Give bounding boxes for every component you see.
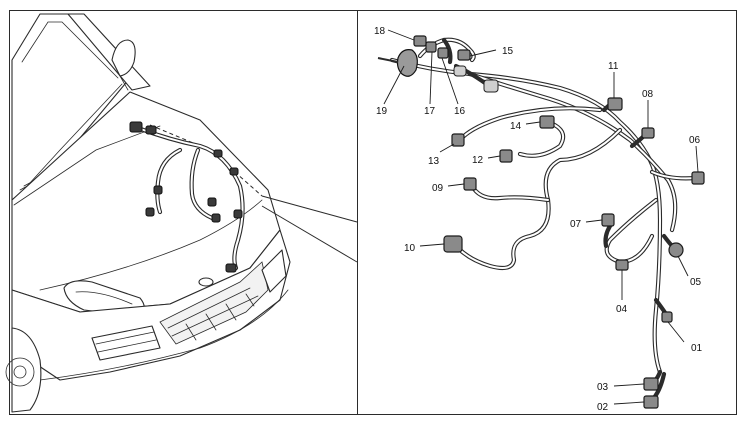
callout-04: 04 (616, 304, 628, 315)
callout-07: 07 (570, 219, 582, 230)
callout-19: 19 (376, 106, 388, 117)
callout-17: 17 (424, 106, 436, 117)
callout-13: 13 (428, 156, 440, 167)
callout-labels: 01 02 03 04 05 06 07 08 09 10 11 12 13 1… (374, 26, 703, 413)
callout-11: 11 (608, 61, 619, 72)
connector-16 (437, 47, 449, 59)
connector-17 (425, 41, 437, 53)
harness-main (389, 37, 699, 403)
connector-09 (463, 177, 477, 191)
car-harness-preview (129, 121, 245, 273)
callout-01: 01 (691, 343, 703, 354)
callout-08: 08 (642, 89, 654, 100)
connector-10 (443, 235, 463, 253)
connector-06 (691, 171, 705, 185)
connector-03 (643, 377, 659, 391)
connector-12 (499, 149, 513, 163)
connector-07 (601, 213, 615, 227)
callout-09: 09 (432, 183, 444, 194)
callout-16: 16 (454, 106, 466, 117)
car-illustration (5, 13, 291, 413)
connector-04 (615, 259, 629, 271)
connector-05 (668, 242, 684, 258)
front-grille (159, 261, 269, 345)
callout-12: 12 (472, 155, 484, 166)
callout-03: 03 (597, 382, 609, 393)
callout-18: 18 (374, 26, 386, 37)
connector-13 (451, 133, 465, 147)
callout-06: 06 (689, 135, 701, 146)
connector-18 (413, 35, 427, 47)
connector-11 (607, 97, 623, 111)
zoom-line-lower (261, 205, 358, 263)
callout-14: 14 (510, 121, 522, 132)
connector-15 (457, 49, 471, 61)
connector-01 (661, 311, 673, 323)
diagram-frame (9, 10, 737, 415)
connector-02 (643, 395, 659, 409)
callout-15: 15 (502, 46, 514, 57)
leader-lines (383, 29, 699, 405)
connector-14 (539, 115, 555, 129)
zoom-line-upper (261, 195, 358, 223)
callout-10: 10 (404, 243, 416, 254)
callout-05: 05 (690, 277, 702, 288)
connector-08 (641, 127, 655, 139)
callout-02: 02 (597, 402, 609, 413)
